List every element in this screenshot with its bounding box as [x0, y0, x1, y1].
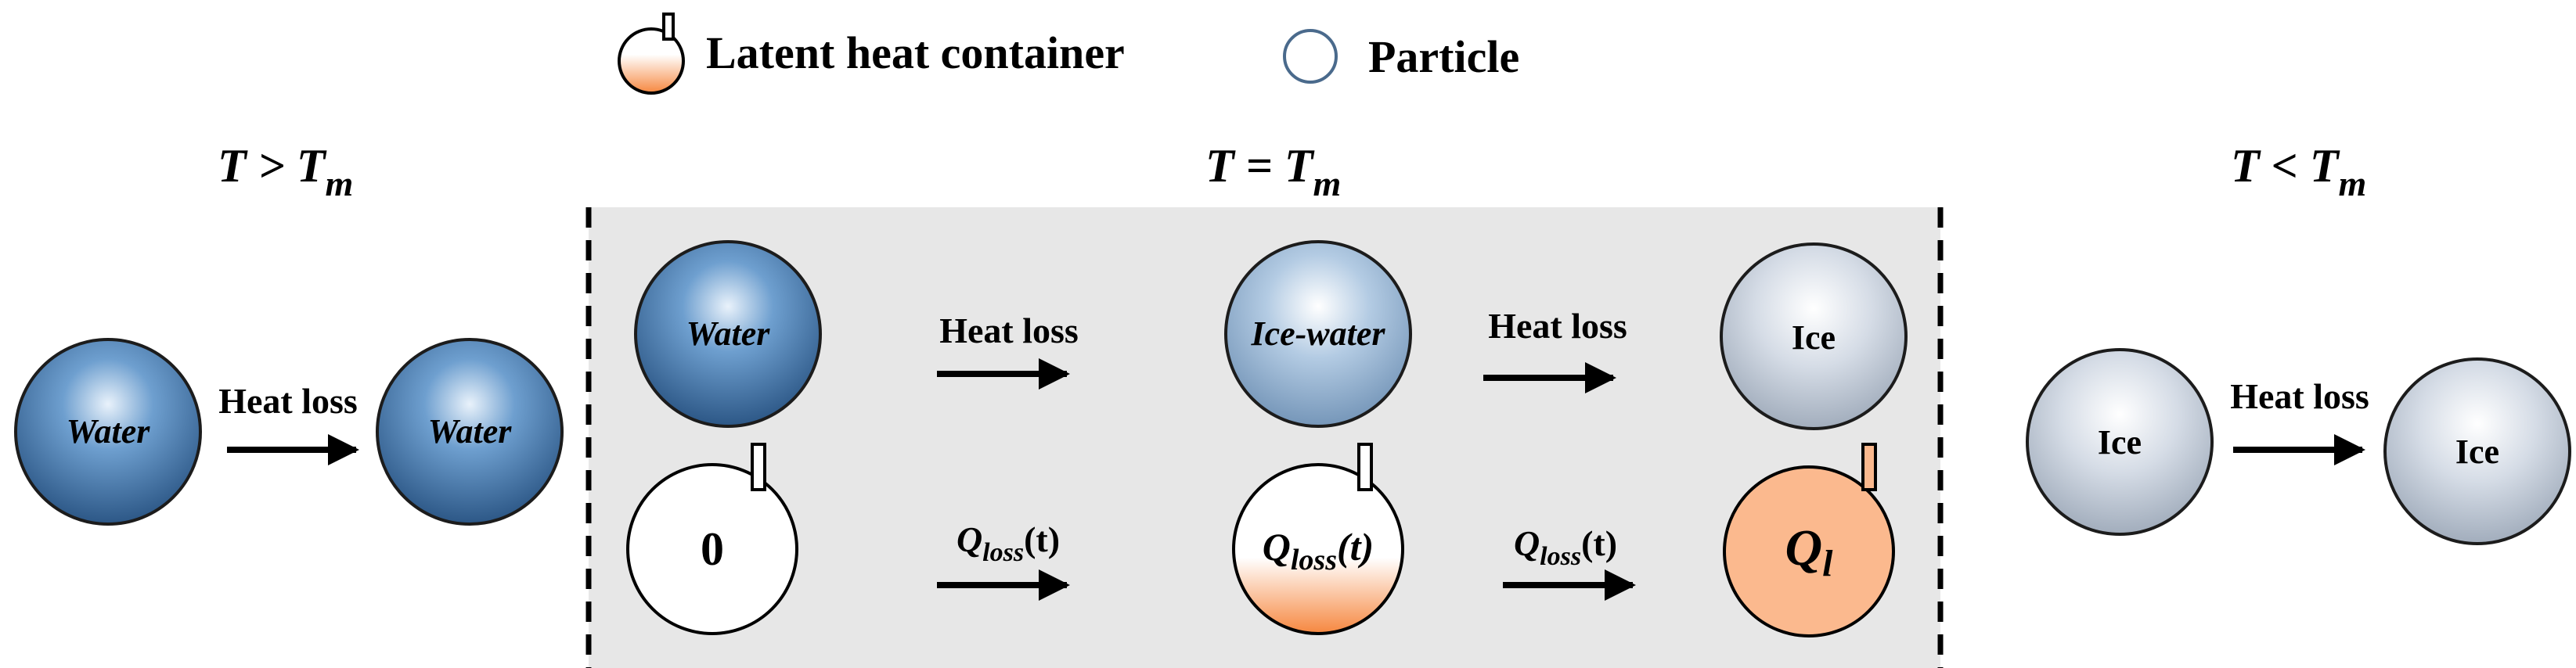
condition-right: T < Tm [2231, 140, 2366, 203]
particle-ice-2-label: Ice [2098, 423, 2142, 461]
particle-water-2-label: Water [428, 412, 513, 451]
container-half-value: Qloss(t) [1263, 525, 1374, 576]
particle-water-2 [376, 338, 564, 526]
legend-container-label: Latent heat container [706, 27, 1125, 78]
condition-left: T > Tm [218, 140, 353, 203]
container-full-value: Ql [1785, 519, 1833, 584]
legend-container-icon [618, 13, 685, 95]
particle-water-3-label: Water [686, 314, 771, 353]
container-full [1723, 443, 1895, 637]
condition-middle: T = Tm [1205, 140, 1341, 203]
qloss-label-2: Qloss(t) [1514, 523, 1617, 571]
particle-water-1-label: Water [67, 412, 151, 451]
particle-ice-2 [2026, 348, 2214, 536]
qloss-label-1: Qloss(t) [957, 519, 1060, 567]
container-empty [626, 443, 798, 635]
legend-particle-icon [1283, 29, 1338, 84]
legend: Latent heat container Particle [618, 13, 1519, 95]
particle-ice-water [1224, 240, 1412, 428]
particle-water-3 [634, 240, 822, 428]
heat-loss-label-mid-1: Heat loss [939, 311, 1079, 350]
particle-water-1 [14, 338, 202, 526]
heat-loss-label-left: Heat loss [218, 381, 358, 421]
container-half [1232, 443, 1404, 635]
particle-ice-3 [2383, 357, 2571, 545]
particle-ice-1 [1720, 242, 1908, 430]
particle-ice-3-label: Ice [2455, 433, 2499, 471]
container-empty-value: 0 [701, 523, 724, 575]
particle-ice-water-label: Ice-water [1250, 314, 1385, 353]
heat-loss-label-mid-2: Heat loss [1488, 306, 1627, 346]
legend-particle-label: Particle [1368, 31, 1519, 82]
particle-ice-1-label: Ice [1792, 318, 1836, 357]
heat-loss-label-right: Heat loss [2230, 376, 2369, 416]
